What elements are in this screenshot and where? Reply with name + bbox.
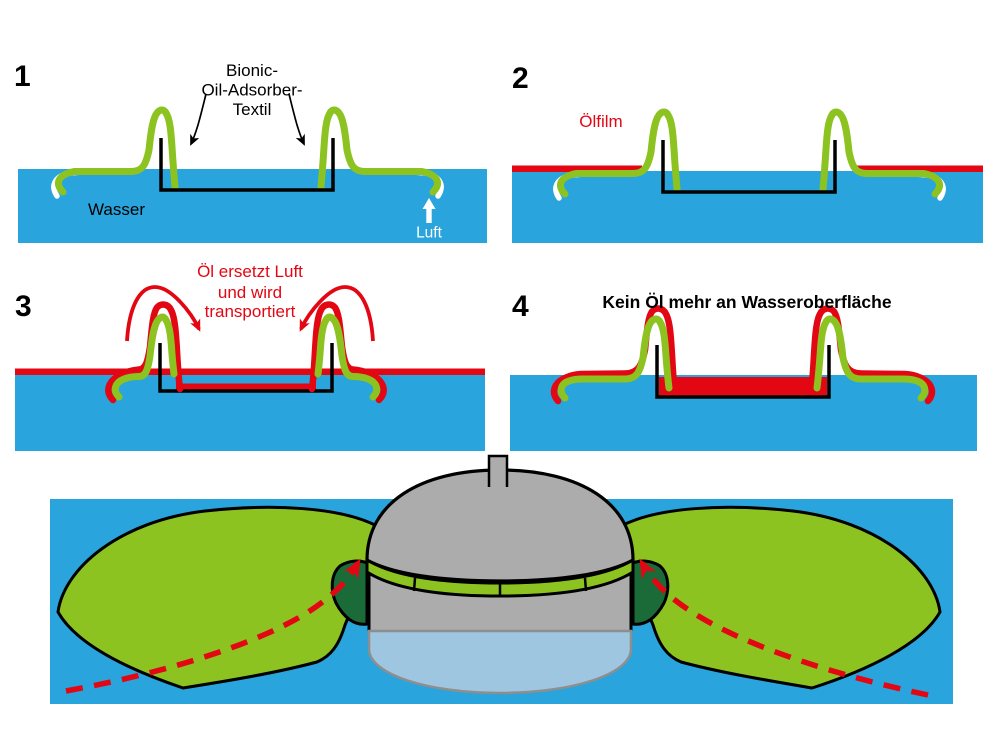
oil-layer-in-basin: [176, 383, 316, 392]
chimney: [487, 454, 509, 487]
label-arrow-left: [190, 93, 207, 146]
textile-ring: [365, 557, 635, 598]
textile-right: [813, 315, 929, 402]
textile-label-line1: Bionic-: [226, 61, 278, 80]
collector-basin: [655, 345, 831, 399]
oil-transport-arc-right: [299, 285, 375, 342]
oil-film-right: [856, 165, 983, 172]
panel-4: 4 Kein Öl mehr an Wasseroberfläche: [510, 290, 977, 451]
oil-collector-device-scene: [50, 454, 953, 704]
oil-coat-right: [308, 301, 387, 404]
textile-left: [557, 315, 673, 402]
panel-3: 3 Öl ersetzt Luft und wird transportiert: [15, 262, 485, 451]
panel1-number: 1: [14, 60, 31, 93]
panel2-water: [512, 171, 983, 243]
panel-2: 2 Ölfilm: [512, 62, 983, 243]
panel3-caption-line2: und wird: [218, 283, 282, 302]
oil-film-left: [512, 165, 642, 172]
panel4-number: 4: [512, 290, 529, 323]
panel3-caption-line1: Öl ersetzt Luft: [197, 262, 303, 281]
textile-right: [314, 313, 381, 401]
collected-oil: [659, 377, 827, 397]
textile-left: [111, 313, 178, 401]
dome: [365, 468, 635, 583]
oil-coat-left: [105, 301, 184, 404]
textile-label-line3: Textil: [233, 100, 272, 119]
textile-label-line2: Oil-Adsorber-: [201, 81, 302, 100]
air-label: Luft: [416, 225, 443, 242]
oil-transport-arc-left: [125, 285, 201, 342]
oil-film-label: Ölfilm: [579, 112, 622, 131]
panel3-number: 3: [15, 290, 32, 323]
water-label: Wasser: [88, 200, 145, 219]
oil-flow-arrow-right: [639, 558, 929, 698]
panel-1: 1 Bionic- Oil-Adsorber- Textil Wasser Lu…: [14, 60, 487, 243]
air-up-arrow: [422, 198, 436, 223]
oil-flow-arrow-left: [65, 558, 361, 694]
device-hull-submerged: [367, 629, 633, 695]
collector-basin: [158, 343, 334, 393]
label-arrow-right: [288, 93, 305, 146]
panel3-caption-line3: transportiert: [205, 302, 296, 321]
textile-ring-segments: [412, 577, 588, 596]
panel2-number: 2: [512, 62, 529, 95]
panel4-caption: Kein Öl mehr an Wasseroberfläche: [602, 292, 891, 312]
oil-film-full: [15, 368, 485, 375]
panel1-water: [18, 169, 487, 243]
